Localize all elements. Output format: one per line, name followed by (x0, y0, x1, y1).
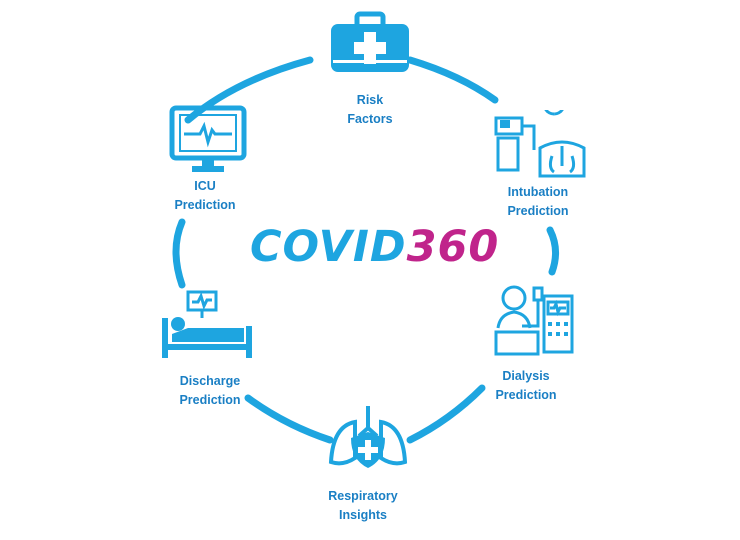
medical-kit-icon (331, 11, 409, 72)
label-line: Intubation (507, 185, 569, 199)
label-line: Factors (347, 112, 393, 126)
node-label-dialysis: Dialysis Prediction (476, 367, 576, 405)
label-line: Respiratory (328, 489, 398, 503)
lungs-shield-icon (328, 406, 408, 468)
node-label-respiratory: Respiratory Insights (313, 487, 413, 525)
ring-arc (406, 56, 499, 104)
label-line: Risk (356, 93, 384, 107)
node-label-discharge: Discharge Prediction (160, 372, 260, 410)
ring-arc (172, 218, 186, 289)
hospital-bed-icon (162, 290, 252, 358)
label-line: ICU (194, 179, 216, 193)
ring-arc (244, 394, 334, 444)
intubation-icon (494, 110, 586, 178)
node-label-risk-factors: Risk Factors (320, 91, 420, 129)
node-label-intubation: Intubation Prediction (488, 183, 588, 221)
label-line: Prediction (179, 393, 241, 407)
ring-arc (546, 226, 559, 276)
title-covid: COVID (250, 222, 407, 272)
ring-arc (406, 384, 486, 444)
label-line: Prediction (495, 388, 557, 402)
heart-monitor-icon (169, 105, 247, 172)
node-label-icu: ICU Prediction (155, 177, 255, 215)
label-line: Discharge (179, 374, 241, 388)
dialysis-icon (494, 285, 574, 356)
diagram-title: COVID360 (250, 222, 498, 272)
title-360: 360 (406, 222, 500, 272)
label-line: Dialysis (502, 369, 550, 383)
label-line: Insights (339, 508, 387, 522)
label-line: Prediction (507, 204, 569, 218)
ring-arc (184, 56, 314, 124)
label-line: Prediction (174, 198, 236, 212)
